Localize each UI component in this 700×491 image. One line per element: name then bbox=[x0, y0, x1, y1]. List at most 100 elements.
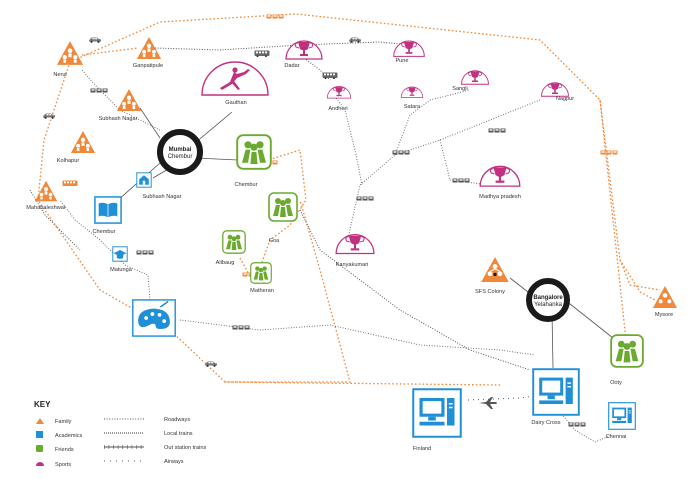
node-mahabaleshwar: Mahabaleshwar bbox=[26, 180, 66, 211]
route-outstation-west bbox=[37, 61, 351, 383]
node-satara: Satara bbox=[400, 86, 424, 110]
node-ganpatipule: Ganpatipule bbox=[133, 36, 163, 69]
school-building-icon bbox=[136, 172, 152, 188]
node-label: Dairy Cross bbox=[531, 420, 560, 426]
node-mysore: Mysore bbox=[652, 285, 678, 318]
node-sfs-colony: SFS Colony bbox=[475, 256, 510, 295]
route-road-north bbox=[154, 41, 411, 51]
node-palette bbox=[132, 299, 176, 337]
node-label: Ganpatipule bbox=[133, 63, 163, 69]
node-dadar: Dadar bbox=[284, 40, 323, 69]
node-matheran: Matheran bbox=[250, 262, 274, 294]
route-local-sports-network bbox=[347, 99, 541, 239]
node-matunga: Matunga bbox=[110, 246, 133, 273]
legend-outstation-trains-label: Out station trains bbox=[164, 445, 206, 451]
node-label: Ooty bbox=[610, 380, 622, 386]
computer-icon bbox=[608, 402, 636, 430]
trophy-icon bbox=[541, 82, 569, 97]
book-icon bbox=[94, 196, 122, 224]
node-chembur-friends: Chembur bbox=[234, 134, 272, 188]
node-label: Mysore bbox=[655, 312, 673, 318]
legend-friends-swatch bbox=[36, 445, 43, 452]
legend-sports-swatch bbox=[36, 462, 44, 466]
node-label: Madhya pradesh bbox=[479, 194, 521, 200]
node-nagpur: Nagpur bbox=[541, 82, 574, 102]
node-label: Andheri bbox=[328, 106, 347, 112]
trophy-icon bbox=[393, 40, 425, 57]
node-label: Goa bbox=[269, 238, 280, 244]
node-label: Dadar bbox=[284, 63, 299, 69]
legend-friends-label: Friends bbox=[55, 447, 74, 453]
legend-family-label: Family bbox=[55, 419, 72, 425]
route-friends-goa bbox=[257, 149, 307, 276]
route-road-west bbox=[29, 189, 81, 251]
trophy-icon bbox=[461, 70, 489, 85]
node-label: Nerul bbox=[53, 72, 66, 78]
node-dairy-cross: Dairy Cross bbox=[531, 368, 580, 426]
route-local-satara-branch bbox=[394, 89, 471, 156]
node-label: Subhash Nagar bbox=[99, 116, 138, 122]
node-pune: Pune bbox=[393, 40, 425, 64]
legend-title: KEY bbox=[34, 400, 51, 409]
node-label: Sangli bbox=[452, 86, 468, 92]
paint-palette-icon bbox=[132, 299, 176, 337]
friends-group-icon bbox=[268, 192, 298, 222]
node-label: Finland bbox=[413, 446, 431, 452]
route-local-andheri bbox=[329, 89, 363, 186]
hub-spokes bbox=[117, 107, 614, 369]
family-triangle-icon bbox=[136, 36, 162, 60]
legend-roadways-label: Roadways bbox=[164, 417, 190, 423]
node-kanyakumari: Kanyakumari bbox=[335, 233, 375, 268]
friends-group-icon bbox=[250, 262, 272, 284]
legend-local-trains-label: Local trains bbox=[164, 431, 193, 437]
node-label: Matheran bbox=[250, 288, 274, 294]
family-triangle-icon bbox=[56, 41, 84, 65]
node-label: Chembur bbox=[92, 229, 115, 235]
node-sangli: Sangli bbox=[452, 70, 489, 92]
node-label: Chennai bbox=[606, 434, 627, 440]
hub-bangalore: Bangalore Yelahanka bbox=[526, 278, 570, 322]
node-alibaug: Alibaug bbox=[216, 230, 246, 266]
family-triangle-icon bbox=[480, 256, 510, 283]
route-airways bbox=[467, 394, 541, 401]
node-finland: Finland bbox=[412, 388, 462, 452]
family-triangle-icon bbox=[116, 88, 142, 112]
route-outstation-south bbox=[224, 381, 501, 386]
node-andheri: Andheri bbox=[326, 85, 352, 112]
node-label: Kanyakumari bbox=[336, 262, 369, 268]
node-chembur-academics: Chembur bbox=[92, 196, 122, 235]
node-label: Pune bbox=[395, 58, 408, 64]
node-gauthan: Gauthan bbox=[201, 61, 269, 106]
hub-mumbai: Mumbai Chembur bbox=[157, 129, 203, 175]
trophy-icon bbox=[479, 165, 521, 187]
node-label: Kolhapur bbox=[57, 158, 80, 164]
route-family-nerul-ganpatipule bbox=[81, 47, 139, 56]
dancer-icon bbox=[201, 61, 269, 96]
computer-icon bbox=[532, 368, 580, 416]
node-subhash-nagar-school: Subhash Nagar bbox=[136, 172, 182, 200]
node-goa: Goa bbox=[268, 192, 298, 244]
node-kolhapur: Kolhapur bbox=[57, 130, 96, 164]
node-label: Chembur bbox=[234, 182, 257, 188]
node-madhya-pradesh: Madhya pradesh bbox=[479, 165, 521, 200]
computer-icon bbox=[412, 388, 462, 438]
node-label: Nagpur bbox=[556, 96, 574, 102]
routes bbox=[29, 13, 661, 443]
legend: KEY Family Academics Friends Sports Road… bbox=[34, 400, 206, 468]
legend-academics-swatch bbox=[36, 431, 43, 438]
legend-airways-label: Airways bbox=[164, 459, 184, 465]
node-label: Alibaug bbox=[216, 260, 235, 266]
friends-group-icon bbox=[610, 334, 644, 368]
trophy-icon bbox=[335, 233, 375, 255]
node-label: Satara bbox=[404, 104, 421, 110]
hub-bangalore-sub: Yelahanka bbox=[534, 302, 562, 308]
trophy-icon bbox=[285, 40, 323, 60]
family-triangle-icon bbox=[70, 130, 96, 154]
friends-group-icon bbox=[222, 230, 246, 254]
hub-bangalore-name: Bangalore bbox=[533, 295, 563, 301]
route-outstation-outer bbox=[69, 13, 656, 301]
node-chennai: Chennai bbox=[606, 402, 636, 440]
node-label: SFS Colony bbox=[475, 289, 505, 295]
node-label: Matunga bbox=[110, 267, 133, 273]
